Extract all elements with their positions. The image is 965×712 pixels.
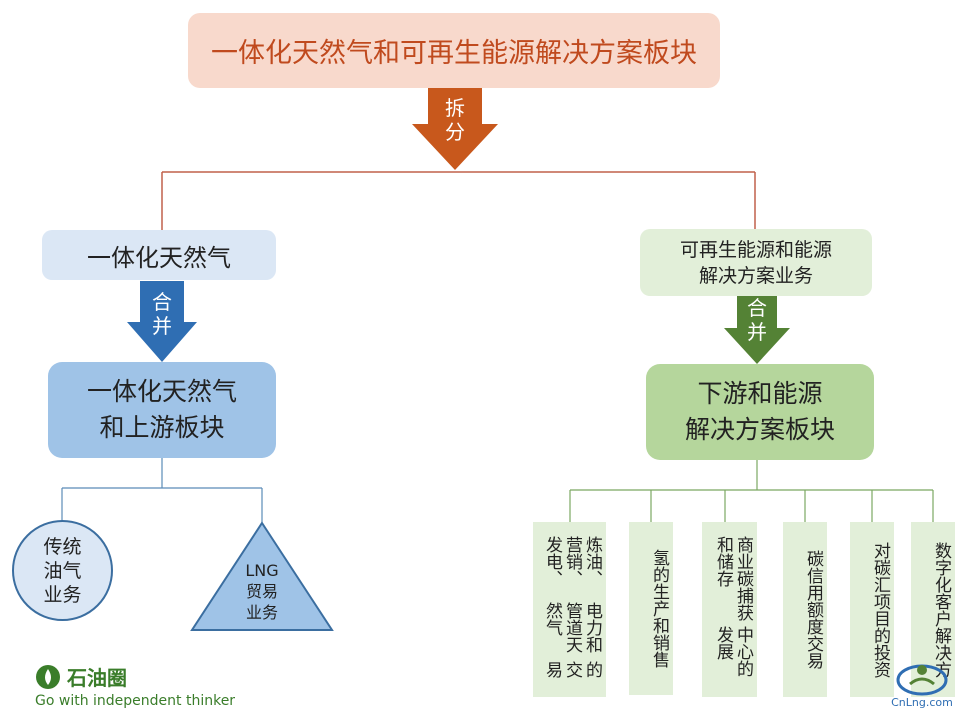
brand-logo-icon <box>36 664 60 689</box>
left-merge-arrow-shape <box>127 281 197 362</box>
site-watermark: CnLng.com <box>890 656 960 709</box>
split-arrow-shape <box>412 88 498 170</box>
top-segment-box: 一体化天然气和可再生能源解决方案板块 <box>188 13 720 88</box>
right-merged-box: 下游和能源 解决方案板块 <box>646 364 874 460</box>
top-segment-label: 一体化天然气和可再生能源解决方案板块 <box>211 38 697 69</box>
right-merge-arrow-shape <box>724 295 790 364</box>
left-branch-box: 一体化天然气 <box>42 230 276 280</box>
site-name: CnLng.com <box>891 696 953 709</box>
refining-trading-box: 炼油、营销、发电、电力和管道天然气的交易 <box>533 522 606 697</box>
site-logo-icon <box>896 664 948 696</box>
right-merge-arrow-label: 合并 <box>747 296 767 344</box>
carbon-credit-trading-box: 碳信用额度交易 <box>783 522 827 697</box>
ccs-hub-box: 商业碳捕获和储存中心的发展 <box>702 522 757 697</box>
left-merged-box: 一体化天然气 和上游板块 <box>48 362 276 458</box>
brand-slogan: Go with independent thinker <box>35 693 236 709</box>
split-arrow-label: 拆分 <box>445 96 465 144</box>
right-branch-box: 可再生能源和能源 解决方案业务 <box>640 229 872 296</box>
carbon-sink-investment-box: 对碳汇项目的投资 <box>850 522 894 697</box>
hydrogen-box: 氢的生产和销售 <box>629 522 673 695</box>
left-merge-arrow-label: 合并 <box>152 290 172 338</box>
brand-watermark: 石油圈 Go with independent thinker <box>35 662 235 709</box>
traditional-oil-gas-circle: 传统 油气 业务 <box>12 520 113 621</box>
left-branch-label: 一体化天然气 <box>87 243 231 272</box>
brand-name: 石油圈 <box>67 666 127 690</box>
lng-trade-label: LNG 贸易 业务 <box>245 561 279 622</box>
lng-triangle-shape <box>190 521 334 631</box>
